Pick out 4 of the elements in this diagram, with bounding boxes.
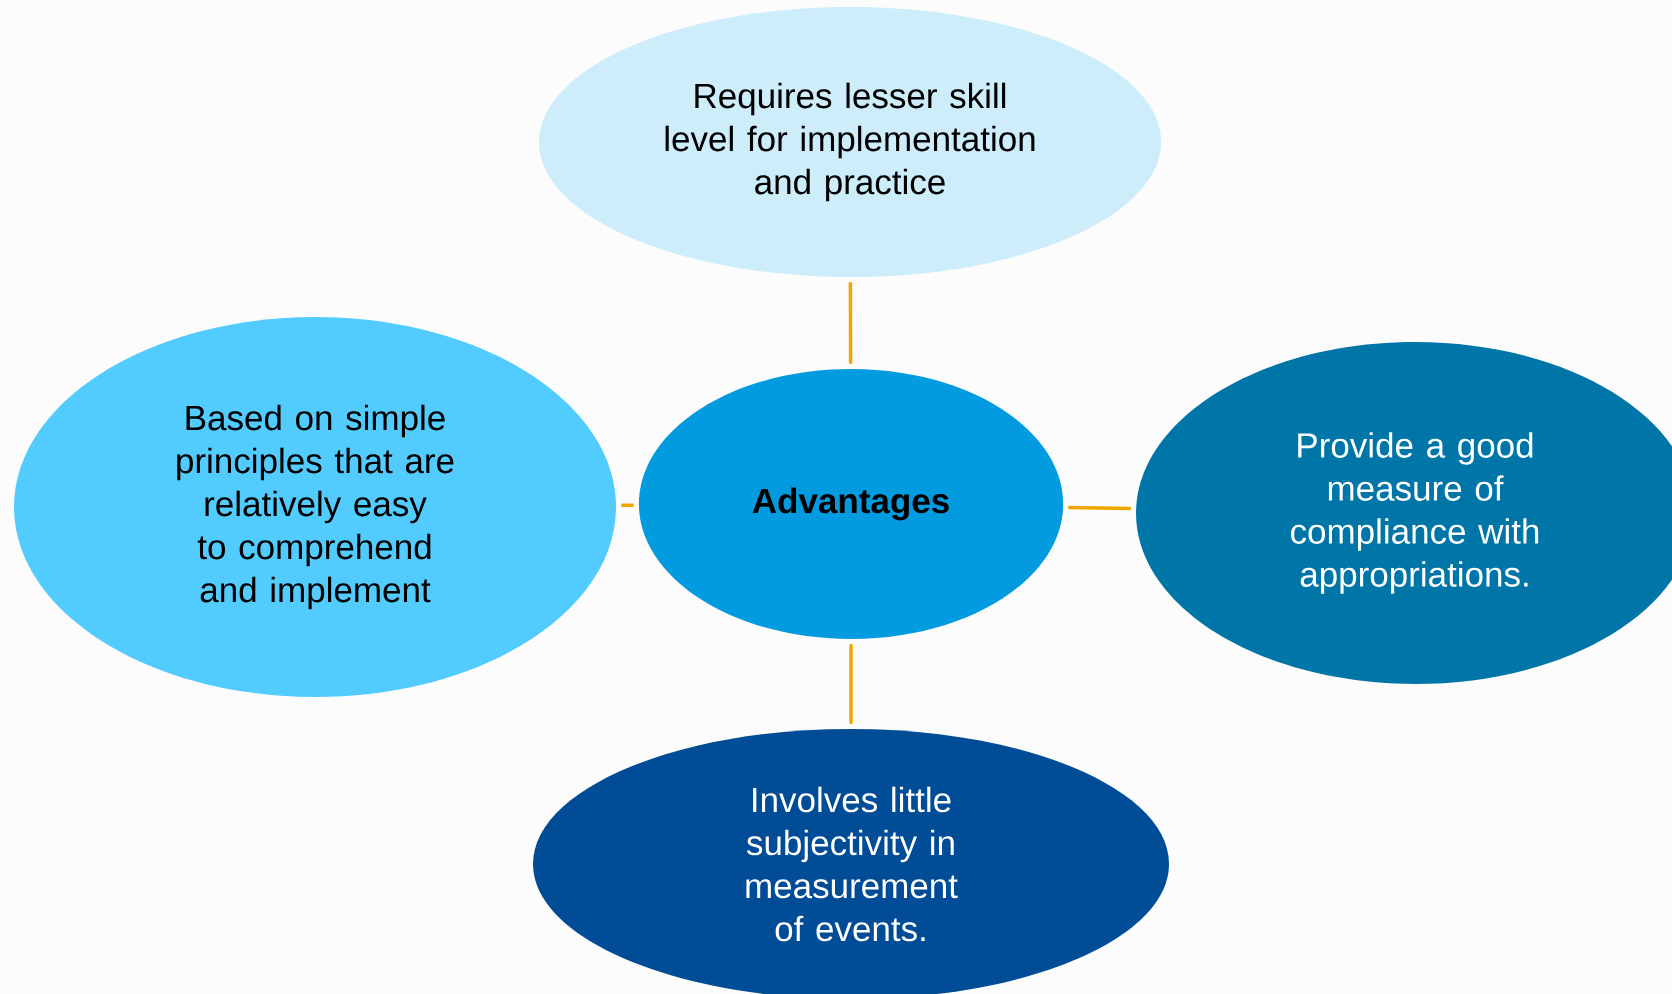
- connector-line: [849, 644, 853, 724]
- connector-line: [621, 503, 634, 508]
- connector-line: [1068, 505, 1131, 511]
- connector-line: [848, 282, 853, 364]
